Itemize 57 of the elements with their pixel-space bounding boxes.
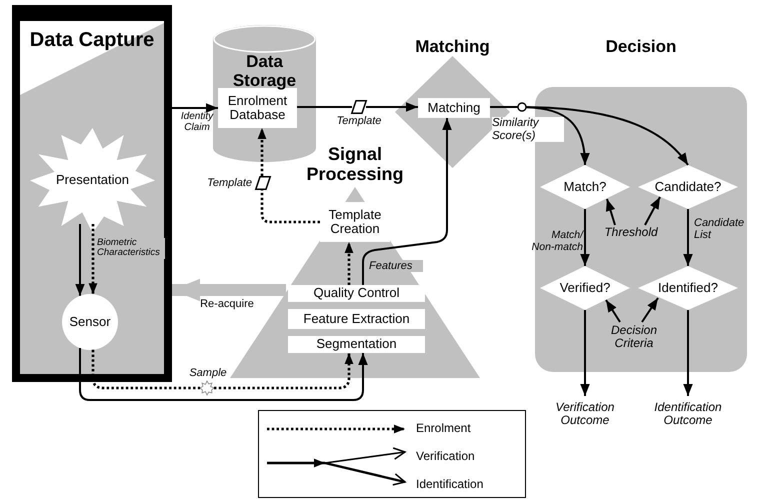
decision-diamond: Verified? <box>540 266 630 310</box>
edge-label: Match/ Non-match <box>530 230 583 254</box>
process-box: Feature Extraction <box>288 309 425 329</box>
arrow <box>88 224 98 294</box>
annotation-text: Threshold <box>600 225 662 240</box>
process-box: Quality Control <box>288 285 425 302</box>
edge-label: Identity Claim <box>180 111 214 133</box>
arrow <box>606 198 616 226</box>
legend-label: Enrolment <box>416 422 471 436</box>
arrow <box>580 310 590 396</box>
process-box: Matching <box>418 98 490 118</box>
legend-label: Verification <box>416 450 475 464</box>
connector-line <box>92 350 200 390</box>
edge-label: Similarity Score(s) <box>492 117 564 142</box>
decision-diamond: Identified? <box>638 266 738 310</box>
sample-star <box>200 381 214 395</box>
template-parallelogram <box>351 100 367 114</box>
arrow <box>605 299 621 323</box>
arrow <box>79 348 368 401</box>
process-box: Segmentation <box>288 336 425 353</box>
arrow <box>344 242 354 285</box>
arrow <box>683 209 693 266</box>
stage-heading: Matching <box>414 38 491 57</box>
stage-heading: Data Storage <box>232 53 298 90</box>
template-parallelogram <box>255 176 271 190</box>
connector-line <box>297 106 352 108</box>
edge-label: Re-acquire <box>199 298 255 310</box>
arrow <box>172 278 286 302</box>
stage-heading: Data Capture <box>28 29 156 51</box>
beside-label: Template <box>336 115 382 128</box>
sensor-circle: Sensor <box>62 294 118 350</box>
beside-label: Sample <box>188 367 228 380</box>
arrow <box>75 224 85 296</box>
legend-label: Identification <box>416 478 484 492</box>
edge-label: Features <box>369 260 423 272</box>
arrow <box>683 310 693 396</box>
outcome-label: Verification Outcome <box>536 397 634 431</box>
edge-label: Candidate List <box>694 217 746 242</box>
beside-label: Template <box>206 177 252 190</box>
arrow <box>258 128 266 176</box>
arrow <box>641 297 659 323</box>
edge-label: Biometric Characteristics <box>97 238 165 259</box>
arrow <box>580 209 590 266</box>
arrow <box>172 103 218 113</box>
arrow <box>644 196 661 226</box>
connector-line <box>260 190 320 224</box>
annotation-text: Decision Criteria <box>603 322 665 352</box>
stage-heading: Decision <box>604 38 678 57</box>
arrow <box>366 102 418 112</box>
stage-heading: Signal Processing <box>305 145 405 185</box>
presentation-burst: Presentation <box>30 128 155 233</box>
process-box: Template Creation <box>320 202 390 242</box>
outcome-label: Identification Outcome <box>636 397 740 431</box>
decision-diamond: Candidate? <box>638 165 738 209</box>
decision-diamond: Match? <box>540 165 630 209</box>
arrow <box>214 353 354 390</box>
arrow <box>362 118 452 285</box>
